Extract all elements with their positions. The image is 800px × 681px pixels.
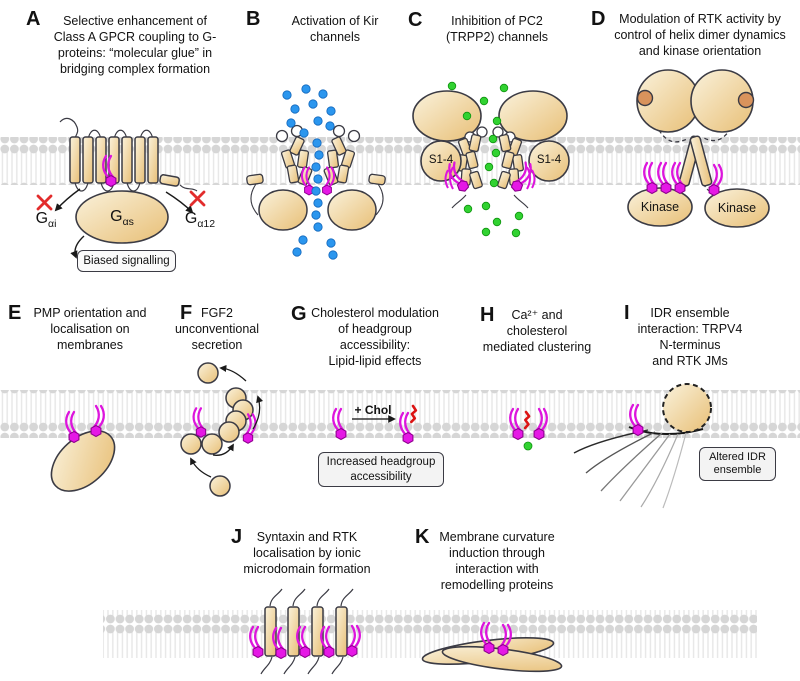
panel-title-i: IDR ensemble interaction: TRPV4 N-termin… xyxy=(637,306,743,368)
panel-letter-i: I xyxy=(624,302,630,324)
g-alpha-s-label: Gαs xyxy=(92,208,152,228)
s1-4-label-left: S1-4 xyxy=(428,154,454,166)
syntaxin-cluster xyxy=(260,588,354,675)
headgroup-accessibility-box: Increased headgroup accessibility xyxy=(318,452,444,487)
panel-title-a: Selective enhancement of Class A GPCR co… xyxy=(53,14,217,76)
panel-title-e: PMP orientation and localisation on memb… xyxy=(33,306,147,352)
kinase-label-right: Kinase xyxy=(717,201,757,215)
biased-signalling-box: Biased signalling xyxy=(77,250,176,272)
panel-title-d: Modulation of RTK activity by control of… xyxy=(614,12,786,58)
g-main: G xyxy=(35,210,49,227)
fgf2-secretion xyxy=(180,362,254,497)
potassium-ions xyxy=(282,84,338,260)
g-sub: αi xyxy=(48,218,57,231)
panel-title-g: Cholesterol modulation of headgroup acce… xyxy=(311,306,439,368)
panel-title-c: Inhibition of PC2 (TRPP2) channels xyxy=(445,14,549,44)
membrane-top xyxy=(0,137,800,185)
calcium-ion xyxy=(523,441,533,451)
g-main: G xyxy=(110,208,123,225)
panel-letter-g: G xyxy=(291,303,307,325)
panel-letter-j: J xyxy=(231,526,243,548)
fgf2-arrows xyxy=(190,364,264,478)
g-alpha-s-protein xyxy=(75,190,169,244)
panel-title-k: Membrane curvature induction through int… xyxy=(439,530,555,592)
panel-a-arrows xyxy=(54,188,194,259)
panel-letter-h: H xyxy=(480,304,495,326)
membrane-bottom xyxy=(103,610,757,658)
inhibit-x-icons xyxy=(36,190,206,211)
g-main: G xyxy=(184,210,198,227)
panel-letter-a: A xyxy=(26,8,41,30)
panel-letter-f: F xyxy=(180,302,193,324)
ligand-dot xyxy=(636,89,654,107)
kir-channel xyxy=(246,124,386,231)
panel-letter-d: D xyxy=(591,8,606,30)
g-sub: αs xyxy=(122,216,134,229)
g-alpha-i-label: Gαi xyxy=(16,210,76,230)
pip2-arc-pair xyxy=(444,166,536,190)
panel-title-j: Syntaxin and RTK localisation by ionic m… xyxy=(243,530,371,576)
plus-chol-label: + Chol xyxy=(354,403,392,417)
kinase-label-left: Kinase xyxy=(640,200,680,214)
panel-letter-k: K xyxy=(415,526,430,548)
ligand-dot xyxy=(737,91,755,109)
g-alpha-12-label: Gα12 xyxy=(170,210,230,230)
gpcr-receptor xyxy=(59,117,198,192)
s1-4-label-right: S1-4 xyxy=(536,154,562,166)
altered-idr-box: Altered IDR ensemble xyxy=(699,447,776,481)
pmp-protein xyxy=(50,430,116,492)
panel-title-h: Ca²⁺ and cholesterol mediated clustering xyxy=(482,308,592,354)
panel-title-f: FGF2 unconventional secretion xyxy=(174,306,260,352)
panel-letter-c: C xyxy=(408,9,423,31)
calcium-ions xyxy=(447,81,524,238)
panel-letter-e: E xyxy=(8,302,22,324)
panel-letter-b: B xyxy=(246,8,261,30)
rtk-receptor xyxy=(627,69,770,228)
pc2-channel xyxy=(412,90,570,209)
panel-title-b: Activation of Kir channels xyxy=(291,14,379,44)
g-sub: α12 xyxy=(197,218,216,231)
